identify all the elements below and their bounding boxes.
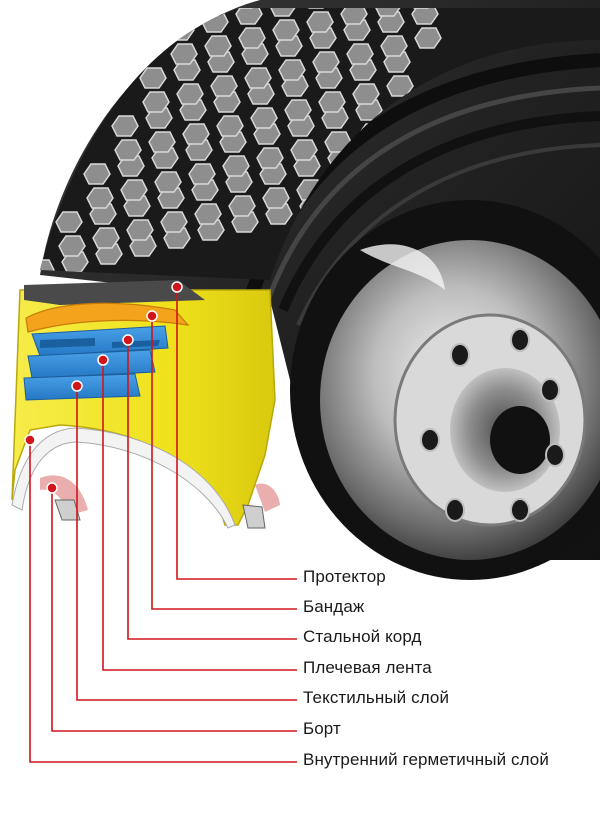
label-bead: Борт (303, 719, 341, 738)
tread-block (92, 227, 120, 249)
label-inner-liner: Внутренний герметичный слой (303, 750, 549, 769)
label-bandage: Бандаж (303, 597, 365, 616)
label-shoulder-belt: Плечевая лента (303, 658, 432, 677)
tread-block (386, 75, 414, 97)
leader-lines (29, 287, 297, 763)
tread-block (86, 187, 114, 209)
bolt-hole (510, 498, 530, 522)
tread-block (284, 99, 312, 121)
tread-block (222, 155, 250, 177)
tread-block (40, 259, 55, 280)
leader-line (176, 287, 297, 580)
leader-line (151, 316, 297, 610)
tread-block (198, 8, 226, 17)
tread-block (188, 163, 216, 185)
tread-block (374, 8, 402, 17)
tread-block (340, 8, 368, 25)
tread-block (312, 51, 340, 73)
tread-block (148, 131, 176, 153)
tread-block (182, 123, 210, 145)
tread-block (306, 11, 334, 33)
tread-block (170, 43, 198, 65)
leader-dots (24, 281, 183, 494)
bolt-hole (545, 443, 565, 467)
bolt-hole (450, 343, 470, 367)
tread-block (204, 35, 232, 57)
tread-block (352, 83, 380, 105)
leader-dot (97, 354, 109, 366)
tread-block (244, 67, 272, 89)
leader-line (102, 360, 297, 671)
tread-block (83, 163, 111, 185)
tread-block (380, 35, 408, 57)
tire-cross-section (11, 280, 280, 529)
tread-block (142, 91, 170, 113)
tread-block (411, 8, 439, 25)
tread-block (272, 19, 300, 41)
tread-block (126, 219, 154, 241)
tread-block (269, 8, 297, 17)
leader-line (127, 340, 297, 640)
label-textile-ply: Текстильный слой (303, 688, 450, 707)
tread-block (250, 107, 278, 129)
label-steel-cord: Стальной корд (303, 627, 422, 646)
leader-dot (146, 310, 158, 322)
tread-block (139, 67, 167, 89)
bolt-hole (510, 328, 530, 352)
tread-block (154, 171, 182, 193)
tread-block (228, 195, 256, 217)
tread-block (256, 147, 284, 169)
tread-block (278, 59, 306, 81)
bolt-hole (540, 378, 560, 402)
wheel-rim (290, 200, 600, 580)
leader-line (76, 386, 297, 701)
tread-block (210, 75, 238, 97)
tread-block (414, 27, 442, 49)
tread-block (111, 115, 139, 137)
tread-block (238, 27, 266, 49)
tread-block (194, 203, 222, 225)
tread-block (114, 139, 142, 161)
leader-line (51, 488, 297, 732)
tread-block (58, 235, 86, 257)
leader-dot (171, 281, 183, 293)
tread-block (176, 83, 204, 105)
label-tread: Протектор (303, 567, 386, 586)
tread-block (216, 115, 244, 137)
leader-dot (71, 380, 83, 392)
tread-block (346, 43, 374, 65)
leader-dot (46, 482, 58, 494)
leader-line (29, 440, 297, 763)
tread-block (290, 139, 318, 161)
leader-dot (24, 434, 36, 446)
bolt-hole (445, 498, 465, 522)
tread-block (318, 91, 346, 113)
tread-block (262, 187, 290, 209)
tread-block (235, 8, 263, 25)
tread-block (160, 211, 188, 233)
tread-block (55, 211, 83, 233)
tread-block (120, 179, 148, 201)
bolt-hole (420, 428, 440, 452)
leader-dot (122, 334, 134, 346)
